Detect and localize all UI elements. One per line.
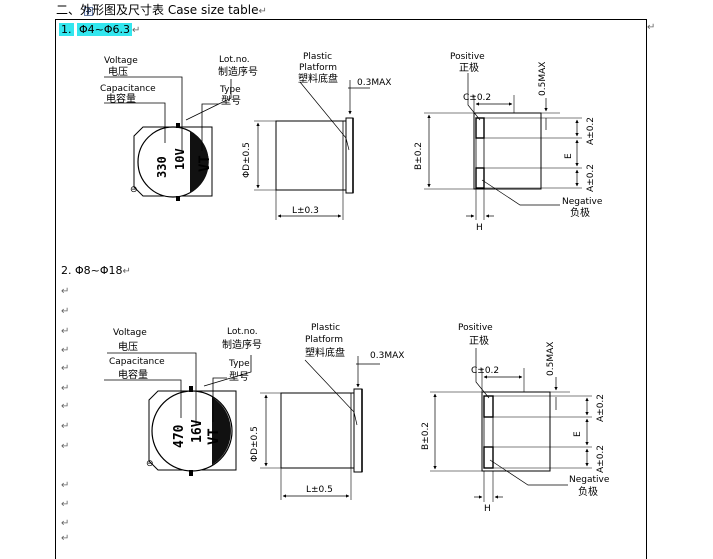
platform-label: Platform xyxy=(305,335,343,345)
platform-label: Platform xyxy=(299,63,337,73)
paragraph-mark-icon: ↵ xyxy=(61,480,70,491)
paragraph-mark-icon: ↵ xyxy=(61,401,70,412)
section1-number: 1. xyxy=(59,23,74,36)
max-0-3-label: 0.3MAX xyxy=(357,78,391,88)
lot-label: Lot.no. xyxy=(227,327,258,337)
capacitance-value: 330 xyxy=(155,156,169,178)
plastic-label: Plastic xyxy=(303,52,332,62)
figure1-side-view xyxy=(254,80,370,220)
type-label-cn: 型号 xyxy=(229,370,249,383)
voltage-value: 10V xyxy=(173,148,187,170)
positive-label: Positive xyxy=(458,323,493,333)
paragraph-mark-icon: ↵ xyxy=(61,533,70,544)
paragraph-mark-icon: ↵ xyxy=(61,518,70,529)
voltage-label-cn: 电压 xyxy=(108,65,128,78)
figure2-bottom-view xyxy=(430,348,592,502)
paragraph-mark-icon: ↵ xyxy=(61,383,70,394)
positive-label: Positive xyxy=(450,52,485,62)
negative-sign-icon: ⊖ xyxy=(130,185,138,195)
positive-label-cn: 正极 xyxy=(459,61,479,74)
plastic-label: Plastic xyxy=(311,323,340,333)
voltage-value: 16V xyxy=(190,419,205,443)
voltage-label: Voltage xyxy=(113,328,147,338)
paragraph-mark-icon: ↵ xyxy=(61,286,70,297)
type-label: Type xyxy=(228,359,250,369)
paragraph-mark-icon: ↵ xyxy=(122,266,131,277)
dimension-h-label: H xyxy=(484,504,491,514)
capacitance-label-cn: 电容量 xyxy=(118,368,148,381)
type-value: VT xyxy=(206,428,222,445)
negative-sign-icon: ⊖ xyxy=(146,459,154,469)
dimension-a-bottom-label: A±0.2 xyxy=(586,164,596,192)
capacitance-label: Capacitance xyxy=(109,357,165,367)
dimension-l-label: L±0.3 xyxy=(292,206,319,216)
negative-label-cn: 负极 xyxy=(570,206,590,219)
figure1-top-view: 330 10V VT ⊖ xyxy=(104,76,232,201)
paragraph-mark-icon: ↵ xyxy=(647,22,656,33)
lot-label-cn: 制造序号 xyxy=(222,338,262,351)
paragraph-mark-icon: ↵ xyxy=(61,363,70,374)
section2-heading: 2. Φ8~Φ18↵ xyxy=(61,264,131,277)
platform-label-cn: 塑料底盘 xyxy=(298,72,338,85)
voltage-label: Voltage xyxy=(104,56,138,66)
figure1-bottom-view xyxy=(424,73,582,220)
dimension-e-label: E xyxy=(564,153,574,159)
section1-title: Φ4~Φ6.3 xyxy=(77,23,133,36)
negative-label-cn: 负极 xyxy=(578,485,598,498)
figure1-drawing: 330 10V VT ⊖ Voltage 电压 Capacitance 电容量 … xyxy=(100,52,610,514)
lot-label-cn: 制造序号 xyxy=(218,65,258,78)
section1-heading: 1. Φ4~Φ6.3↵ xyxy=(59,22,140,38)
dimension-c-label: C±0.2 xyxy=(471,366,499,376)
dimension-d-label: ΦD±0.5 xyxy=(250,426,260,462)
dimension-c-label: C±0.2 xyxy=(463,93,491,103)
voltage-label-cn: 电压 xyxy=(118,340,138,353)
table-cell-frame xyxy=(55,19,647,559)
platform-label-cn: 塑料底盘 xyxy=(305,346,345,359)
figure2-top-view: 470 16V VT ⊖ xyxy=(104,352,252,476)
paragraph-mark-icon: ↵ xyxy=(132,25,141,36)
capacitance-label-cn: 电容量 xyxy=(106,92,136,105)
paragraph-mark-icon: ↵ xyxy=(61,345,70,356)
negative-label: Negative xyxy=(562,197,603,207)
max-0-5-label: 0.5MAX xyxy=(546,342,556,376)
positive-label-cn: 正极 xyxy=(469,334,489,347)
max-0-5-label: 0.5MAX xyxy=(538,62,548,96)
paragraph-mark-icon: ↵ xyxy=(61,326,70,337)
capacitance-label: Capacitance xyxy=(100,84,156,94)
dimension-h-label: H xyxy=(476,223,483,233)
paragraph-mark-icon: ↵ xyxy=(61,306,70,317)
dimension-d-label: ΦD±0.5 xyxy=(242,142,252,178)
figure2-side-view xyxy=(260,356,380,500)
type-value: VT xyxy=(197,155,213,172)
negative-label: Negative xyxy=(569,475,610,485)
dimension-l-label: L±0.5 xyxy=(306,485,333,495)
type-label: Type xyxy=(219,85,241,95)
lot-label: Lot.no. xyxy=(219,55,250,65)
table-move-handle-icon[interactable] xyxy=(84,7,93,16)
heading-text: 二、外形图及尺寸表 Case size table xyxy=(56,3,259,17)
dimension-e-label: E xyxy=(573,431,583,437)
section2-title: 2. Φ8~Φ18 xyxy=(61,264,123,277)
paragraph-mark-icon: ↵ xyxy=(61,499,70,510)
type-label-cn: 型号 xyxy=(221,94,241,107)
dimension-a-top-label: A±0.2 xyxy=(596,394,606,422)
dimension-a-top-label: A±0.2 xyxy=(586,117,596,145)
paragraph-mark-icon: ↵ xyxy=(61,421,70,432)
dimension-b-label: B±0.2 xyxy=(421,422,431,450)
max-0-3-label: 0.3MAX xyxy=(370,351,404,361)
paragraph-mark-icon: ↵ xyxy=(258,6,267,17)
capacitance-value: 470 xyxy=(172,424,187,448)
dimension-a-bottom-label: A±0.2 xyxy=(596,445,606,473)
dimension-b-label: B±0.2 xyxy=(414,142,424,170)
paragraph-mark-icon: ↵ xyxy=(61,441,70,452)
